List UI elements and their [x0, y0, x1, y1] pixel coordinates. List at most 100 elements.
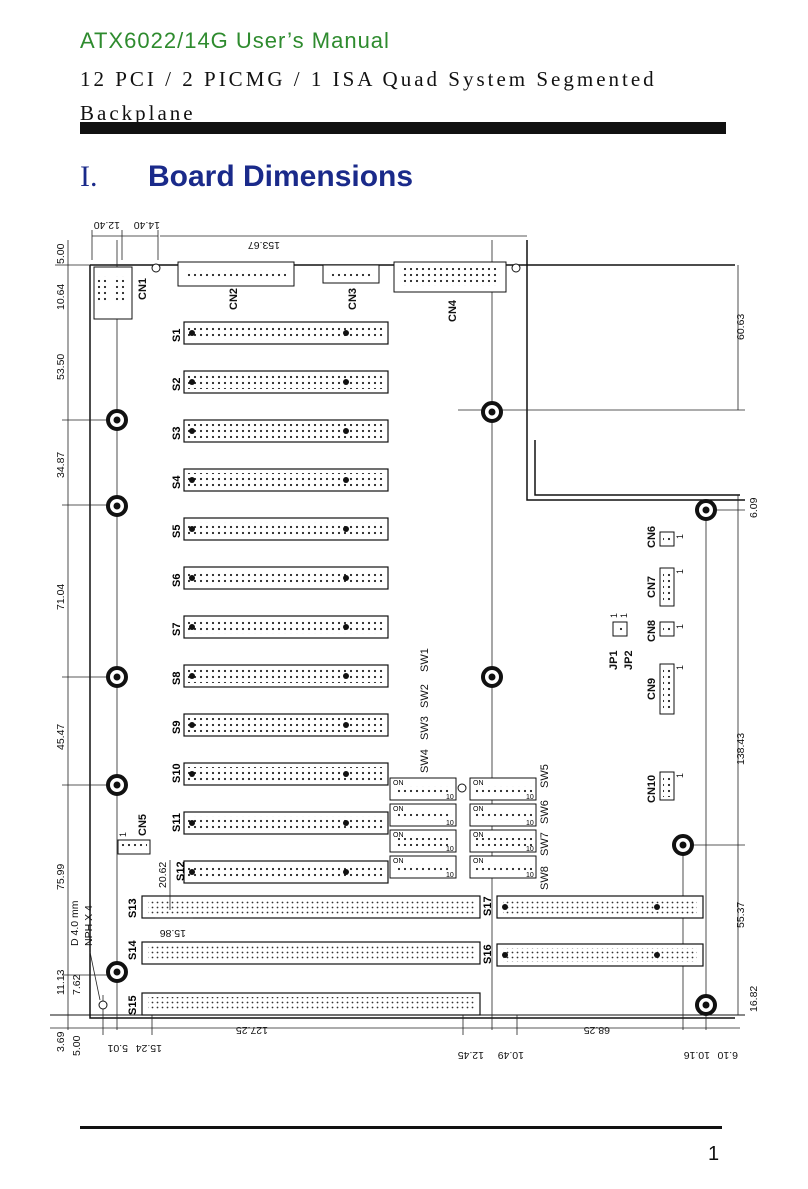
pci-slot-s2: S2 — [171, 370, 389, 394]
jp1-label: JP1 — [608, 650, 620, 670]
dim-left-11-13: 11.13 — [55, 969, 67, 995]
dim-left-5-00: 5.00 — [55, 243, 67, 264]
mounting-hole — [106, 774, 128, 796]
dim-inner-20-62: 20.62 — [157, 862, 169, 888]
dim-bottom-127-25: 127.25 — [236, 1024, 268, 1036]
switch-ten-label: 10 — [526, 872, 534, 879]
section-number: I. — [80, 160, 98, 193]
dim-left-53-50: 53.50 — [55, 354, 67, 380]
manual-subtitle: 12 PCI / 2 PICMG / 1 ISA Quad System Seg… — [80, 67, 657, 125]
sw7-label: SW7 — [539, 832, 551, 856]
switch-ten-label: 10 — [526, 794, 534, 801]
dim-top-14-40: 14.40 — [134, 219, 160, 231]
switch-on-label: ON — [473, 780, 484, 787]
slot-label-s3: S3 — [171, 427, 183, 440]
dim-left-7-62: 7.62 — [71, 974, 83, 995]
cn8-pin1-label: 1 — [675, 624, 685, 629]
dim-right-16-82: 16.82 — [748, 986, 760, 1012]
switch-on-label: ON — [393, 780, 404, 787]
switch-on-label: ON — [393, 858, 404, 865]
sw3-label: SW3 — [419, 716, 431, 740]
sw6-label: SW6 — [539, 800, 551, 824]
cn7-connector — [659, 567, 675, 607]
slot-label-s11: S11 — [171, 813, 183, 832]
dim-right-6-09: 6.09 — [748, 497, 760, 518]
slot-label-s15: S15 — [127, 995, 139, 1015]
cn4-label: CN4 — [447, 299, 459, 322]
dim-bottom-10-16: 10.16 — [684, 1049, 710, 1061]
dim-bottom-15-24: 15.24 — [136, 1042, 162, 1054]
pci-slot-s10: S10 — [171, 762, 389, 786]
jp-jumper — [612, 621, 628, 637]
hole-note-diameter: D 4.0 mm — [69, 900, 81, 946]
cn3-label: CN3 — [347, 288, 359, 310]
dim-bottom-6-10: 6.10 — [717, 1049, 738, 1061]
cn10-label: CN10 — [646, 775, 658, 803]
dim-right-60-63: 60.63 — [735, 314, 747, 340]
pci-slot-s9: S9 — [171, 713, 389, 737]
cn2-connector — [177, 261, 295, 287]
slot-label-s17: S17 — [482, 896, 494, 916]
switch-ten-label: 10 — [446, 820, 454, 827]
cn6-pin1-label: 1 — [675, 534, 685, 539]
slot-label-s4: S4 — [171, 475, 183, 489]
cn1-connector — [93, 266, 133, 320]
dim-left-75-99: 75.99 — [55, 864, 67, 890]
sw1-label: SW1 — [419, 648, 431, 672]
dip-switch-bank: ON 10 — [389, 855, 457, 879]
cn8-connector — [659, 621, 675, 637]
mounting-hole — [695, 499, 717, 521]
slot-label-s1: S1 — [171, 329, 183, 342]
slot-label-s12: S12 — [175, 861, 187, 881]
slot-label-s10: S10 — [171, 763, 183, 783]
manual-title: ATX6022/14G User’s Manual — [80, 28, 390, 53]
pci-slot-s11: S11 — [171, 811, 389, 835]
pci-slot-s3: S3 — [171, 419, 389, 443]
sw2-label: SW2 — [419, 684, 431, 708]
mounting-hole — [106, 409, 128, 431]
sw8-label: SW8 — [539, 866, 551, 890]
pci-slot-s1: S1 — [171, 321, 389, 345]
npth-hole — [511, 263, 521, 273]
slot-label-s6: S6 — [171, 574, 183, 587]
switch-ten-label: 10 — [446, 872, 454, 879]
cn10-connector — [659, 771, 675, 801]
cn5-connector — [117, 839, 151, 855]
slot-label-s5: S5 — [171, 525, 183, 538]
cn8-label: CN8 — [646, 620, 658, 642]
slot-label-s7: S7 — [171, 623, 183, 636]
slot-s14: S14 — [127, 940, 481, 965]
cn5-pin1-label: 1 — [118, 832, 128, 837]
header-rule — [80, 122, 726, 134]
switch-on-label: ON — [393, 806, 404, 813]
dim-top-12-40: 12.40 — [94, 219, 120, 231]
dim-left-5-00b: 5.00 — [71, 1035, 83, 1056]
mounting-hole — [481, 401, 503, 423]
mounting-hole — [106, 961, 128, 983]
page-number: 1 — [708, 1143, 720, 1165]
npth-hole — [98, 1000, 108, 1010]
npth-hole — [151, 263, 161, 273]
sw4-label: SW4 — [419, 749, 431, 773]
mounting-hole — [106, 666, 128, 688]
pci-slot-s6: S6 — [171, 566, 389, 590]
switch-on-label: ON — [393, 832, 404, 839]
npth-hole — [457, 783, 467, 793]
dimension-lines — [50, 230, 745, 1035]
slot-s16: S16 — [482, 943, 704, 967]
jp2-pin1-label: 1 — [619, 613, 629, 618]
dim-left-10-64: 10.64 — [55, 284, 67, 310]
dim-bottom-5-01: 5.01 — [107, 1042, 128, 1054]
section-heading: I. Board Dimensions — [80, 160, 413, 194]
dim-inner-15-86: 15.86 — [160, 927, 186, 939]
inner-dim-leaders — [89, 860, 193, 1001]
slot-s17: S17 — [482, 895, 704, 919]
cn6-label: CN6 — [646, 526, 658, 548]
mounting-hole — [481, 666, 503, 688]
dip-switch-bank: ON 10 — [389, 803, 457, 827]
switch-ten-label: 10 — [526, 820, 534, 827]
